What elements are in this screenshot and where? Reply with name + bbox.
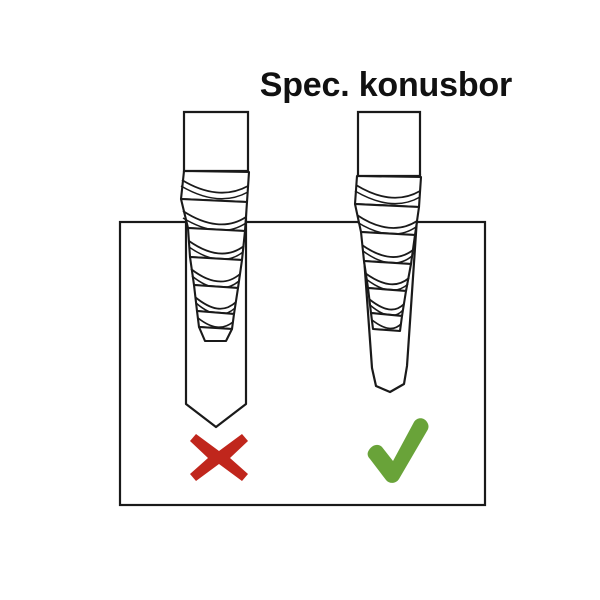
right-thread-helix-1 bbox=[355, 184, 421, 199]
left-thread-helix-1 bbox=[181, 179, 249, 194]
left-thread-band-3 bbox=[186, 226, 247, 262]
bone-block-rect bbox=[118, 220, 487, 507]
right-panel-group bbox=[353, 110, 423, 394]
left-thread-helix-2 bbox=[182, 210, 247, 226]
left-implant bbox=[179, 169, 251, 343]
right-shank bbox=[356, 110, 422, 178]
right-thread-helix-3 bbox=[361, 244, 414, 258]
check-mark-shape bbox=[367, 418, 429, 483]
left-thread-helix-4 bbox=[190, 268, 241, 283]
left-thread-helix-1b bbox=[180, 185, 249, 200]
right-thread-helix-6 bbox=[371, 319, 402, 330]
left-thread-band-4 bbox=[188, 255, 244, 290]
right-thread-band-1 bbox=[353, 174, 423, 209]
left-thread-band-5 bbox=[192, 283, 240, 316]
right-thread-helix-4 bbox=[364, 272, 410, 286]
left-shank bbox=[182, 110, 250, 173]
cross-mark-icon bbox=[190, 434, 248, 481]
right-implant bbox=[353, 174, 423, 333]
right-thread-helix-5 bbox=[368, 298, 405, 311]
cross-mark-shape bbox=[190, 434, 248, 481]
check-mark-icon bbox=[367, 418, 429, 483]
right-thread-helix-2 bbox=[356, 214, 418, 229]
left-thread-helix-5 bbox=[194, 296, 237, 310]
left-thread-helix-3 bbox=[188, 240, 245, 255]
left-thread-band-1 bbox=[179, 169, 251, 204]
page-title: Spec. konusbor bbox=[259, 66, 512, 104]
left-panel-group bbox=[179, 110, 251, 429]
right-thread-band-6 bbox=[369, 311, 404, 333]
right-thread-helix-1b bbox=[354, 190, 421, 205]
left-implant-apex bbox=[197, 325, 234, 343]
